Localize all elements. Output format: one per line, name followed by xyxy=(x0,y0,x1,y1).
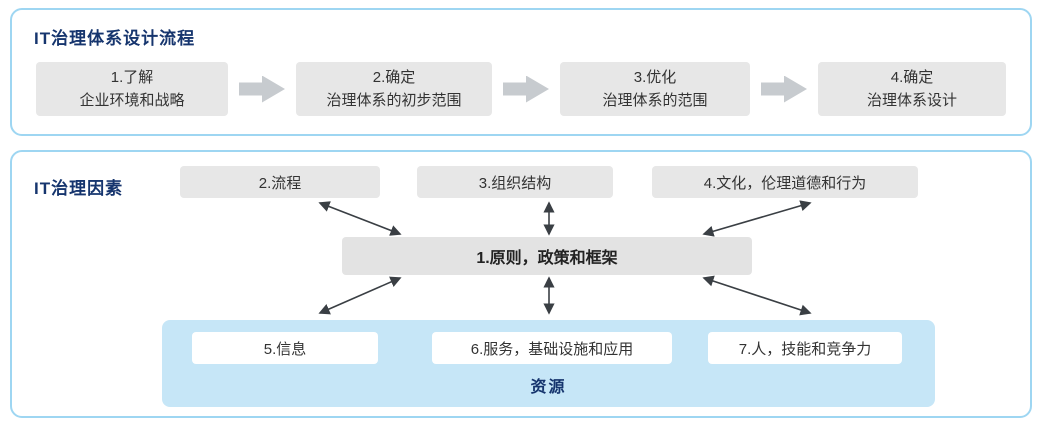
resource-services-infra-apps: 6.服务，基础设施和应用 xyxy=(432,332,672,364)
process-step-2-line1: 2.确定 xyxy=(372,68,416,86)
arrow-center-to-resource5 xyxy=(318,276,402,315)
right-arrow-icon xyxy=(761,75,807,103)
process-step-1-line2: 企业环境和战略 xyxy=(79,92,185,109)
factor-org-structure: 3.组织结构 xyxy=(417,166,613,198)
factor-principles-policies-frameworks: 1.原则，政策和框架 xyxy=(342,237,752,275)
process-panel: IT治理体系设计流程 1.了解 企业环境和战略 2.确定 治理体系的初步范围 3… xyxy=(10,8,1032,136)
factor-process: 2.流程 xyxy=(180,166,380,198)
process-step-3: 3.优化 治理体系的范围 xyxy=(560,62,750,116)
process-step-4-line1: 4.确定 xyxy=(890,68,934,86)
process-steps-row: 1.了解 企业环境和战略 2.确定 治理体系的初步范围 3.优化 治理体系的范围… xyxy=(36,62,1006,116)
right-arrow-icon xyxy=(239,75,285,103)
factors-panel: IT治理因素 2.流程 3.组织结构 4.文化，伦理道德和行为 1.原则，政策和… xyxy=(10,150,1032,418)
process-step-4: 4.确定 治理体系设计 xyxy=(818,62,1006,116)
factor-culture-ethics: 4.文化，伦理道德和行为 xyxy=(652,166,918,198)
process-step-3-line2: 治理体系的范围 xyxy=(602,92,708,109)
process-step-3-line1: 3.优化 xyxy=(633,68,677,86)
process-step-2: 2.确定 治理体系的初步范围 xyxy=(296,62,492,116)
arrow-center-to-factor2 xyxy=(318,201,402,236)
process-step-1: 1.了解 企业环境和战略 xyxy=(36,62,228,116)
resources-container: 5.信息 6.服务，基础设施和应用 7.人，技能和竞争力 资源 xyxy=(162,320,935,407)
process-step-1-line1: 1.了解 xyxy=(110,68,154,86)
resources-label: 资源 xyxy=(530,379,567,396)
right-arrow-icon xyxy=(503,75,549,103)
arrow-center-to-factor4 xyxy=(702,200,812,237)
resource-information: 5.信息 xyxy=(192,332,378,364)
process-step-2-line2: 治理体系的初步范围 xyxy=(326,92,462,109)
process-panel-title: IT治理体系设计流程 xyxy=(34,29,196,48)
process-step-4-line2: 治理体系设计 xyxy=(866,92,957,109)
factors-panel-title: IT治理因素 xyxy=(34,179,124,198)
resource-people-skills: 7.人，技能和竞争力 xyxy=(708,332,902,364)
arrow-center-to-resource7 xyxy=(702,275,812,316)
